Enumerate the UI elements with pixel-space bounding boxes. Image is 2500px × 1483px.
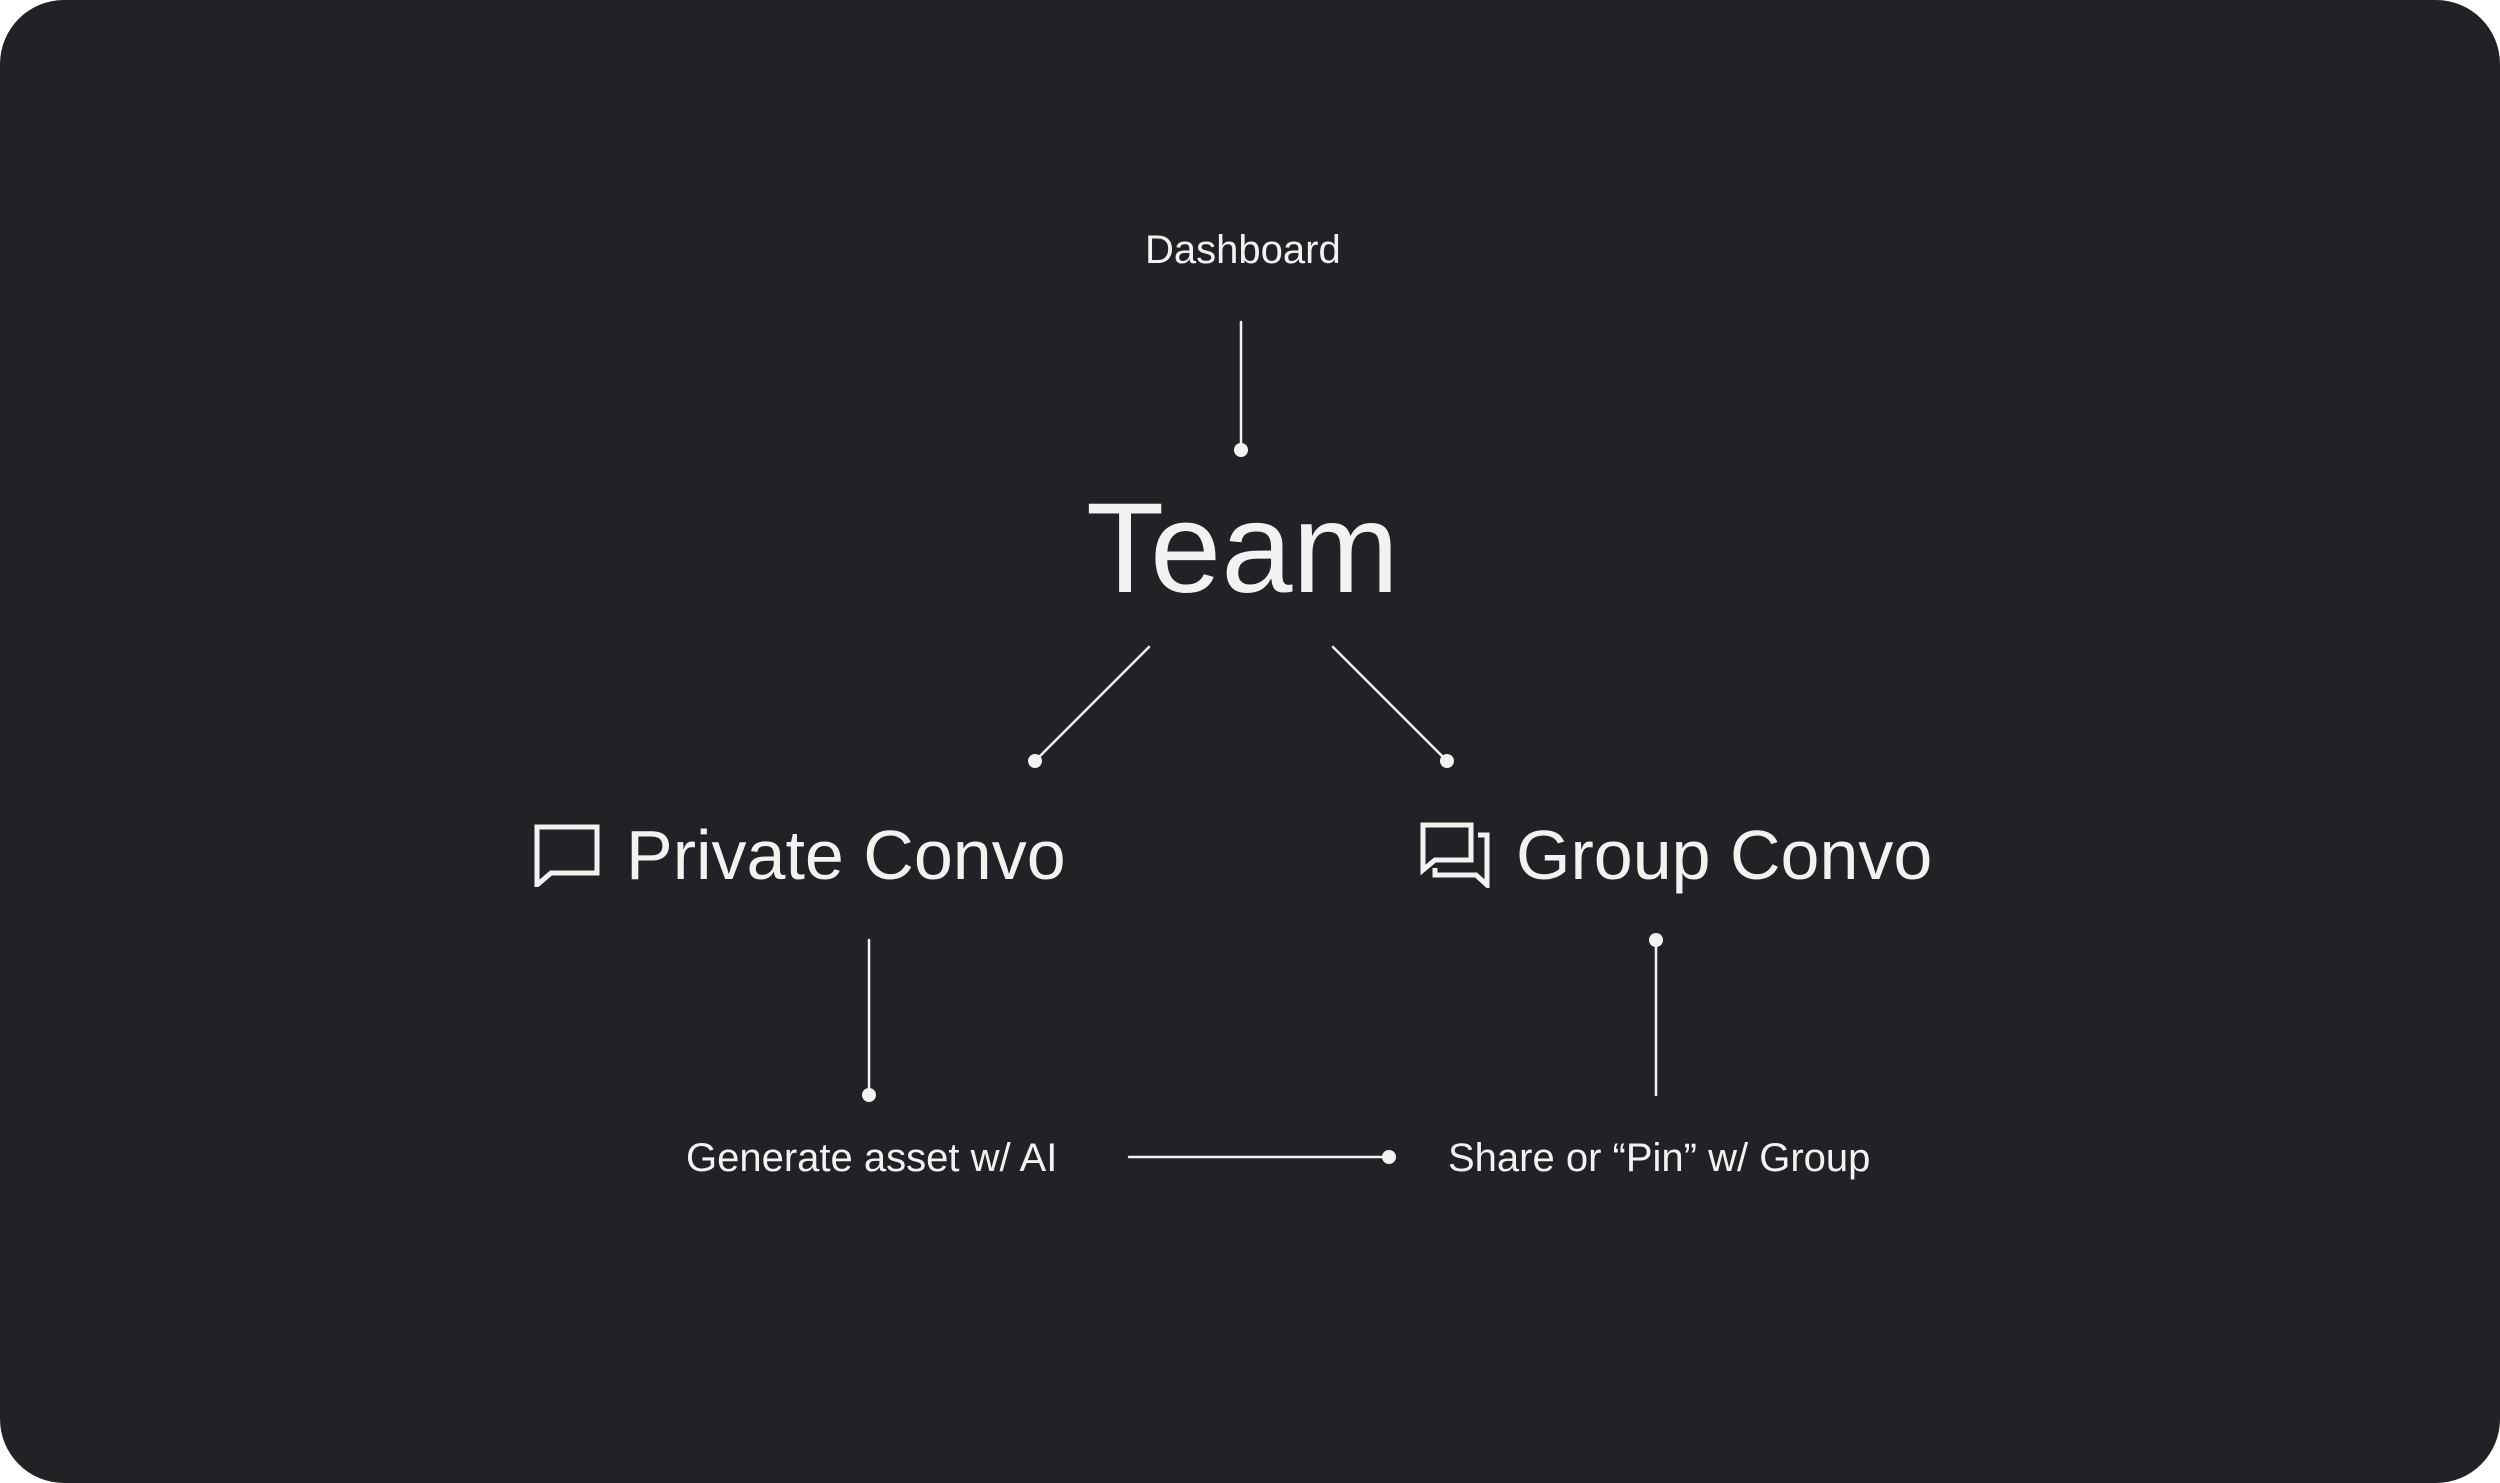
node-dashboard: Dashboard: [1145, 228, 1341, 272]
connector-end-dot: [1234, 443, 1248, 457]
connector-team-group-convo: [1331, 645, 1449, 763]
connector-end-dot: [862, 1088, 876, 1102]
connector-end-dot: [1382, 1150, 1396, 1164]
connector-end-dot: [1440, 754, 1454, 768]
node-share-pin: Share or “Pin” w/ Group: [1448, 1136, 1871, 1180]
connector-end-dot: [1028, 754, 1042, 768]
node-group-convo: Group Convo: [1420, 820, 1932, 890]
node-generate-asset: Generate asset w/ AI: [686, 1136, 1058, 1180]
chat-bubbles-icon: [1420, 822, 1490, 888]
node-team: Team: [1086, 477, 1399, 620]
chat-bubble-icon: [534, 823, 600, 887]
connector-team-private-convo: [1033, 645, 1151, 763]
connector-end-dot: [1649, 933, 1663, 947]
node-private-convo: Private Convo: [534, 820, 1066, 890]
node-private-convo-label: Private Convo: [626, 816, 1066, 894]
node-group-convo-label: Group Convo: [1516, 816, 1933, 894]
